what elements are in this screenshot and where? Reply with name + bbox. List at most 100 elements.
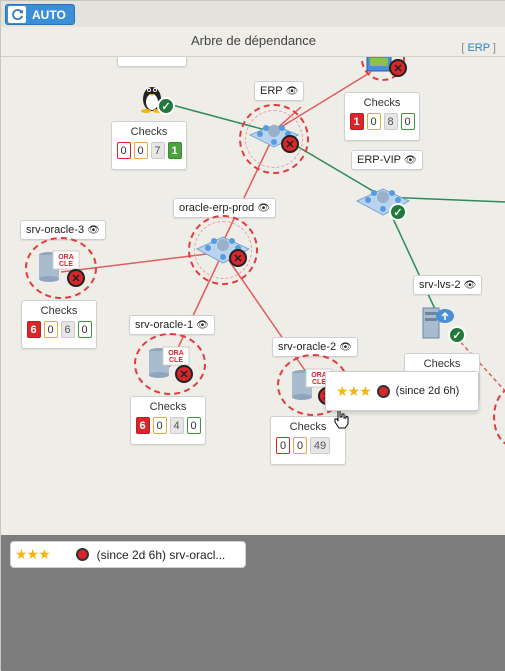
eye-icon[interactable]: 👁 [404, 154, 417, 166]
top-toolbar: AUTO [1, 1, 505, 27]
eye-icon[interactable]: 👁 [463, 279, 477, 291]
erp-link-wrapper: [ ERP ] [461, 42, 496, 54]
eye-icon[interactable]: 👁 [339, 341, 352, 353]
refresh-icon [8, 6, 26, 23]
status-ok-icon: ✓ [389, 203, 407, 221]
count-ok: 0 [77, 321, 92, 338]
oracle-database-icon: ORA CLE [149, 346, 190, 378]
svg-text:CLE: CLE [59, 261, 73, 268]
eye-icon[interactable]: 👁 [257, 202, 270, 214]
svg-text:ORA: ORA [168, 350, 184, 357]
dependency-graph[interactable]: ✓ Checks 0 0 7 1 ✕ Checks 1 0 8 [1, 57, 505, 535]
svg-text:CLE: CLE [312, 379, 326, 386]
node-label-text: ERP-VIP [357, 154, 402, 166]
svg-text:CLE: CLE [169, 357, 183, 364]
auto-refresh-button[interactable]: AUTO [5, 4, 75, 25]
link-lvs-right [455, 336, 505, 393]
critical-ring [25, 237, 97, 299]
linux-node[interactable]: ✓ [137, 79, 175, 118]
oracle-database-icon: ORA CLE [39, 250, 80, 282]
status-ok-icon: ✓ [448, 326, 466, 344]
hand-cursor-icon [333, 409, 349, 434]
erp-link[interactable]: ERP [467, 42, 490, 54]
node-label-oracle-erp-prod[interactable]: oracle-erp-prod👁 [173, 198, 276, 218]
status-critical-icon: ✕ [281, 135, 299, 153]
node-label-srv-lvs-2[interactable]: srv-lvs-2👁 [413, 275, 483, 295]
checks-srv-oracle-2[interactable]: Checks 0 0 49 [270, 416, 346, 465]
checks-title: Checks [363, 97, 401, 109]
count-critical: 0 [116, 142, 131, 159]
status-critical-icon: ✕ [229, 249, 247, 267]
node-label-srv-oracle-3[interactable]: srv-oracle-3👁 [20, 220, 106, 240]
node-label-text: srv-oracle-2 [278, 341, 337, 353]
title-bar: Arbre de dépendance [ ERP ] [1, 27, 505, 57]
node-label-srv-oracle-2[interactable]: srv-oracle-2👁 [272, 337, 358, 357]
checks-title: Checks [149, 401, 187, 413]
srv-oracle-1-node[interactable]: ORA CLE ✕ [147, 345, 193, 386]
count-warning: 0 [293, 437, 307, 454]
srv-lvs-2-node[interactable]: ✓ [421, 304, 466, 345]
count-warning: 0 [43, 321, 58, 338]
node-label-text: srv-oracle-1 [135, 319, 194, 331]
checks-title: Checks [130, 126, 168, 138]
count-critical: 0 [276, 437, 290, 454]
count-critical: 6 [26, 321, 41, 338]
node-label-srv-oracle-1[interactable]: srv-oracle-1👁 [129, 315, 215, 335]
auto-refresh-label: AUTO [32, 7, 66, 22]
checks-srv-oracle-1[interactable]: Checks 6 0 4 0 [130, 396, 206, 445]
cluster-icon [195, 236, 251, 264]
problem-item[interactable]: ★★★ (since 2d 6h) srv-oracl... [10, 541, 246, 568]
cluster-icon [248, 124, 300, 148]
critical-ring [134, 333, 206, 395]
critical-ring [239, 104, 309, 174]
erp-node[interactable]: ✕ [248, 115, 300, 156]
checks-linux[interactable]: Checks 0 0 7 1 [111, 121, 187, 170]
count-warning: 0 [366, 113, 381, 130]
status-critical-icon [376, 384, 390, 398]
eye-icon[interactable]: 👁 [196, 319, 209, 331]
srv-oracle-3-node[interactable]: ORA CLE ✕ [37, 249, 85, 290]
problem-item-text: (since 2d 6h) srv-oracl... [96, 547, 226, 562]
eye-icon[interactable]: 👁 [87, 224, 100, 236]
svg-text:ORA: ORA [58, 254, 74, 261]
checks-title: Checks [40, 305, 78, 317]
tooltip-text: (since 2d 6h) [395, 385, 460, 397]
status-critical-icon: ✕ [175, 365, 193, 383]
count-unknown: 49 [310, 437, 330, 454]
critical-ring [188, 215, 258, 285]
svg-text:ORA: ORA [311, 372, 327, 379]
count-unknown: 6 [60, 321, 75, 338]
count-ok: 0 [186, 417, 201, 434]
count-critical: 6 [135, 417, 150, 434]
partial-top-label[interactable] [117, 57, 187, 67]
checks-srv-oracle-3[interactable]: Checks 6 0 6 0 [21, 300, 97, 349]
oracle-erp-prod-node[interactable]: ✕ [195, 229, 251, 272]
count-ok: 0 [400, 113, 415, 130]
node-label-text: ERP [260, 85, 283, 97]
count-warning: 0 [133, 142, 148, 159]
business-impact-stars-icon: ★★★ [15, 546, 51, 562]
status-critical-icon: ✕ [389, 59, 407, 77]
count-unknown: 7 [150, 142, 165, 159]
business-impact-stars-icon: ★★★ [336, 382, 372, 399]
page-title: Arbre de dépendance [190, 33, 317, 48]
checks-title: Checks [289, 421, 327, 433]
count-unknown: 4 [169, 417, 184, 434]
critical-ring-inner [194, 221, 252, 279]
node-label-erp[interactable]: ERP👁 [254, 81, 305, 101]
checks-top-right[interactable]: Checks 1 0 8 0 [344, 92, 420, 141]
eye-icon[interactable]: 👁 [285, 85, 299, 97]
count-critical: 1 [349, 113, 364, 130]
cluster-icon [355, 188, 411, 216]
critical-ring-inner [245, 110, 303, 168]
erp-vip-node[interactable]: ✓ [355, 181, 411, 224]
count-ok: 1 [167, 142, 182, 159]
count-warning: 0 [152, 417, 167, 434]
count-unknown: 8 [383, 113, 398, 130]
top-right-node[interactable]: ✕ [365, 57, 407, 82]
status-critical-icon [75, 548, 89, 561]
node-label-text: oracle-erp-prod [179, 202, 255, 214]
checks-title: Checks [423, 358, 461, 370]
node-label-erp-vip[interactable]: ERP-VIP👁 [351, 150, 423, 170]
node-tooltip: ★★★ (since 2d 6h) [325, 371, 479, 411]
